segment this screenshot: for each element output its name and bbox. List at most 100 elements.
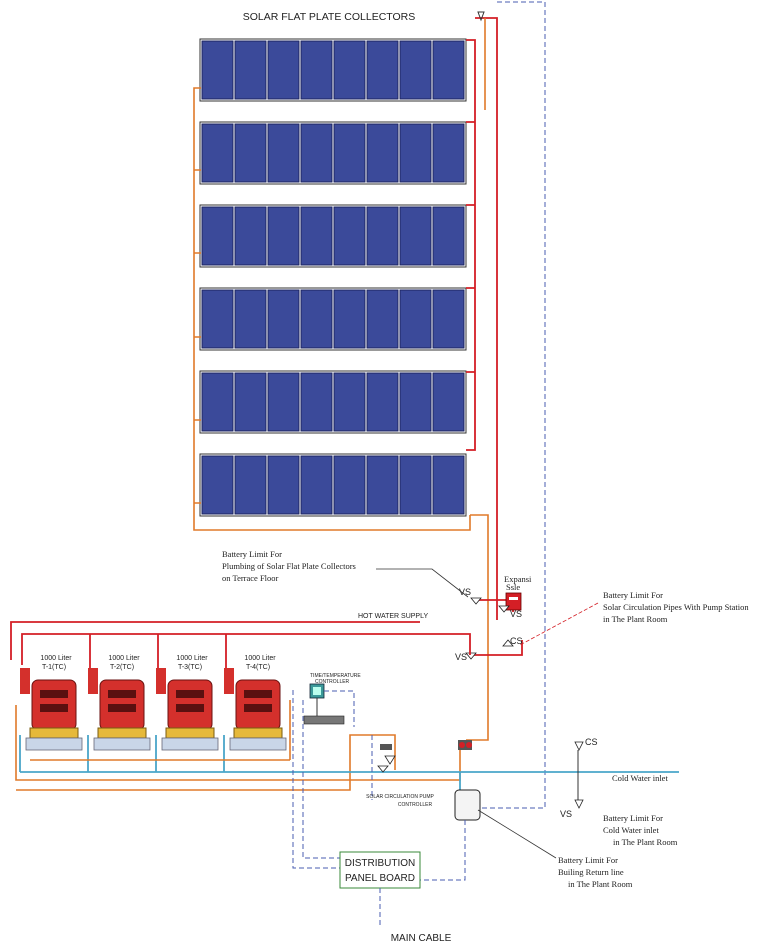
- collector-panel: [399, 40, 432, 100]
- collector-panel: [399, 289, 432, 349]
- tank-tag-label: T-1(TC): [42, 664, 66, 671]
- collector-panel: [234, 123, 267, 183]
- collector-panel: [234, 206, 267, 266]
- collector-row: [199, 121, 467, 185]
- tank-stand: [25, 737, 83, 751]
- collector-panel: [267, 206, 300, 266]
- collector-panel: [201, 206, 234, 266]
- valve-tag-cs1: CS: [510, 636, 523, 646]
- pump-station-cable: [420, 820, 466, 881]
- tank-side-pipe: [224, 668, 234, 694]
- tank-tag-label: T-2(TC): [110, 664, 134, 671]
- hot-water-supply-label: HOT WATER SUPPLY: [358, 613, 428, 620]
- tank-side-pipe: [156, 668, 166, 694]
- collector-panel: [300, 289, 333, 349]
- tank-band: [176, 690, 204, 698]
- collector-panel: [333, 289, 366, 349]
- collector-panel: [267, 40, 300, 100]
- distribution-panel-label-1: DISTRIBUTION: [345, 858, 416, 869]
- tank-stand: [229, 737, 287, 751]
- tank-base: [165, 727, 215, 739]
- tank-band: [40, 704, 68, 712]
- valve-tag-cs2: CS: [585, 737, 598, 747]
- collector-panel: [333, 455, 366, 515]
- tank-capacity-label: 1000 Liter: [108, 655, 140, 662]
- tank-capacity-label: 1000 Liter: [176, 655, 208, 662]
- svg-text:Battery Limit For: Battery Limit For: [222, 549, 282, 559]
- tank-band: [244, 704, 272, 712]
- tank-tag-label: T-3(TC): [178, 664, 202, 671]
- tank-bottom-connectors: [30, 700, 291, 761]
- note-cold-water-limit: Battery Limit For Cold Water inlet in Th…: [603, 813, 678, 847]
- check-valve-vs2: [498, 605, 510, 613]
- collector-array: [199, 38, 467, 517]
- air-vent: [477, 11, 485, 22]
- svg-text:Battery Limit For: Battery Limit For: [558, 855, 618, 865]
- collector-panel: [333, 40, 366, 100]
- collector-supply-riser: [466, 39, 476, 451]
- check-valve-cs2: [574, 741, 584, 751]
- svg-text:on Terrace Floor: on Terrace Floor: [222, 573, 279, 583]
- valve-tag-vs2: VS: [510, 609, 522, 619]
- collector-panel: [300, 123, 333, 183]
- control-cable: [480, 1, 546, 809]
- tank-side-pipe: [20, 668, 30, 694]
- pump-controller-label-2: CONTROLLER: [398, 802, 433, 808]
- tank-band: [176, 704, 204, 712]
- collector-panel: [399, 123, 432, 183]
- distribution-panel-label-2: PANEL BOARD: [345, 873, 415, 884]
- collector-panel: [267, 123, 300, 183]
- collector-panel: [201, 123, 234, 183]
- collector-panel: [399, 206, 432, 266]
- svg-text:Ssle: Ssle: [506, 582, 520, 592]
- svg-text:in The Plant Room: in The Plant Room: [568, 879, 633, 889]
- tank-orange-loop: [15, 705, 461, 791]
- collector-panel: [267, 372, 300, 432]
- tank-drops: [89, 634, 227, 668]
- collector-panel: [399, 455, 432, 515]
- time-temperature-controller: [303, 683, 345, 725]
- valve-tag-vs3: VS: [455, 652, 467, 662]
- collector-panel: [366, 123, 399, 183]
- collector-panel: [300, 372, 333, 432]
- time-temperature-label-2: CONTROLLER: [315, 679, 350, 685]
- svg-text:in The Plant Room: in The Plant Room: [613, 837, 678, 847]
- solar-return-main: [466, 18, 489, 741]
- collector-panel: [300, 455, 333, 515]
- collector-panel: [201, 372, 234, 432]
- svg-text:Battery Limit For: Battery Limit For: [603, 590, 663, 600]
- collector-row: [199, 370, 467, 434]
- hot-water-supply-header: [10, 621, 420, 660]
- collector-panel: [234, 40, 267, 100]
- tank-base: [97, 727, 147, 739]
- diagram-title: SOLAR FLAT PLATE COLLECTORS: [243, 11, 416, 23]
- collector-row: [199, 453, 467, 517]
- collector-row: [199, 204, 467, 268]
- check-valve-vs4: [574, 799, 584, 809]
- tank-flow-header: [21, 633, 471, 665]
- tank-side-pipe: [88, 668, 98, 694]
- collector-panel: [333, 123, 366, 183]
- note-return-limit: Battery Limit For Builing Return line in…: [477, 809, 633, 889]
- collector-row: [199, 38, 467, 102]
- main-cable-label: MAIN CABLE: [391, 933, 452, 944]
- controller-cables: [292, 690, 373, 869]
- collector-panel: [234, 455, 267, 515]
- svg-text:Builing Return line: Builing Return line: [558, 867, 624, 877]
- collector-row-feed-pipes: [194, 169, 201, 504]
- collector-panel: [234, 289, 267, 349]
- cold-water-main: [19, 735, 679, 773]
- note-collectors-limit: Battery Limit For Plumbing of Solar Flat…: [222, 549, 469, 598]
- collector-panel: [201, 455, 234, 515]
- tank-stand: [161, 737, 219, 751]
- pump-controller-label-1: SOLAR CIRCULATION PUMP: [366, 794, 434, 800]
- collector-panel: [432, 289, 465, 349]
- pump-controller: [377, 744, 396, 773]
- collector-panel: [300, 206, 333, 266]
- collector-row-outlets: [466, 121, 475, 373]
- svg-text:Expansi: Expansi: [504, 574, 532, 584]
- collector-panel: [366, 372, 399, 432]
